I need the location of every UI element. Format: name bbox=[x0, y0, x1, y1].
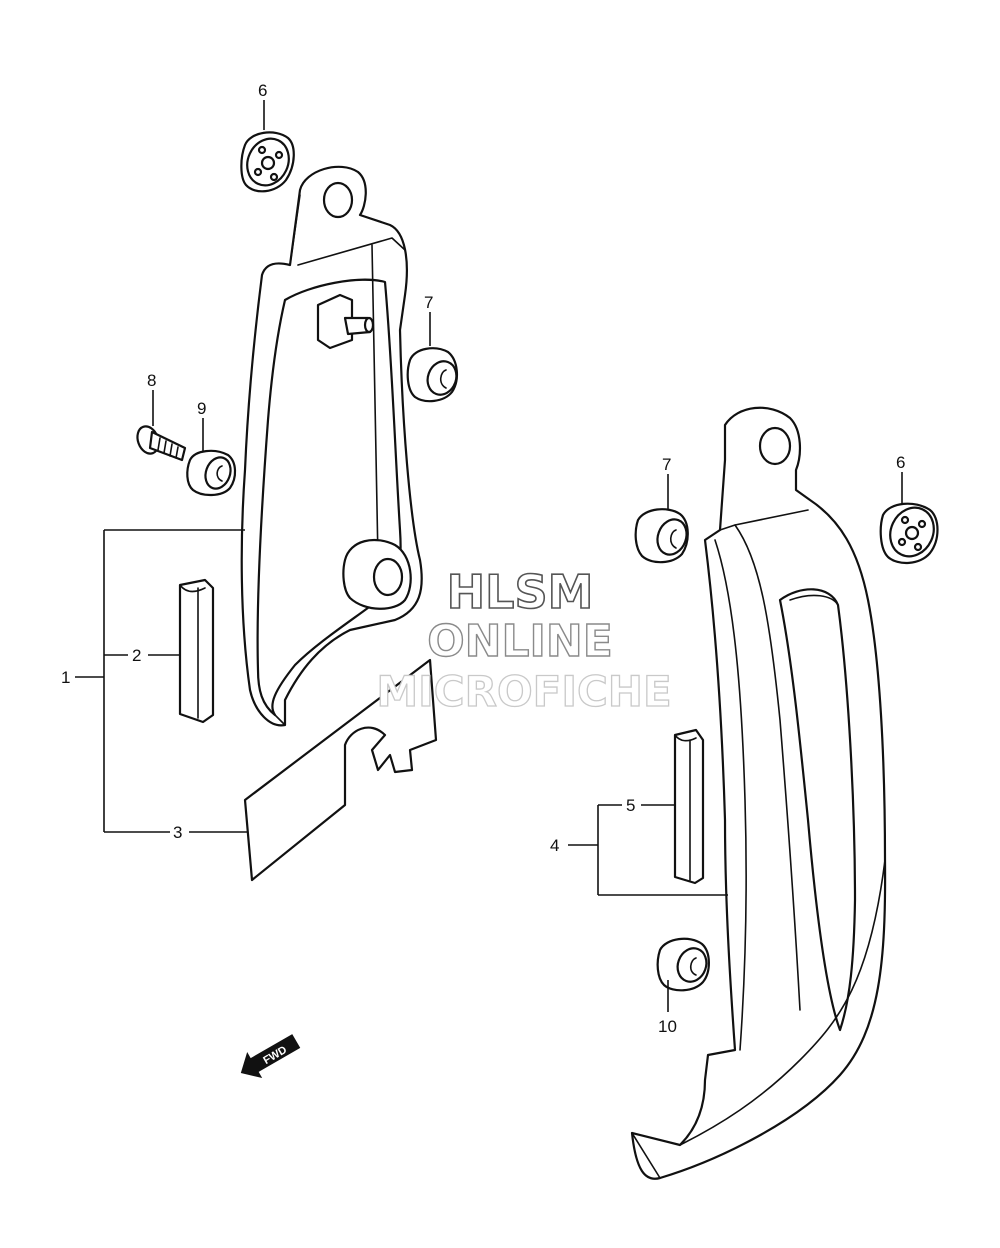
leader-lines bbox=[75, 100, 903, 1012]
callout-7-left: 7 bbox=[424, 293, 433, 312]
watermark-line-2: ONLINE bbox=[427, 616, 613, 667]
callout-1: 1 bbox=[61, 668, 70, 687]
watermark-line-1: HLSM bbox=[447, 565, 594, 619]
grommet-9[interactable] bbox=[186, 449, 237, 497]
washer-6-top[interactable] bbox=[240, 131, 297, 193]
strip-5[interactable] bbox=[673, 728, 705, 885]
callout-5: 5 bbox=[626, 796, 635, 815]
callout-4: 4 bbox=[550, 836, 559, 855]
plate-3[interactable] bbox=[243, 658, 438, 882]
collar-7-right[interactable] bbox=[634, 508, 692, 564]
fwd-arrow-icon: FWD bbox=[240, 1034, 301, 1078]
right-clamp-bracket[interactable] bbox=[630, 406, 887, 1180]
left-clamp-bracket[interactable] bbox=[240, 165, 423, 727]
washer-6-right[interactable] bbox=[879, 500, 942, 564]
fwd-label: FWD bbox=[261, 1044, 289, 1067]
callout-9: 9 bbox=[197, 399, 206, 418]
screw-8[interactable] bbox=[134, 423, 187, 462]
callout-8: 8 bbox=[147, 371, 156, 390]
callout-10: 10 bbox=[658, 1017, 677, 1036]
collar-10[interactable] bbox=[656, 937, 711, 992]
callout-6-right: 6 bbox=[896, 453, 905, 472]
watermark: HLSM ONLINE MICROFICHE bbox=[376, 564, 673, 716]
callout-6-top: 6 bbox=[258, 81, 267, 100]
callout-2: 2 bbox=[132, 646, 141, 665]
strip-2[interactable] bbox=[178, 578, 215, 724]
collar-7-left[interactable] bbox=[406, 347, 461, 403]
callout-3: 3 bbox=[173, 823, 182, 842]
watermark-line-3: MICROFICHE bbox=[376, 667, 671, 716]
callout-7-right: 7 bbox=[662, 455, 671, 474]
